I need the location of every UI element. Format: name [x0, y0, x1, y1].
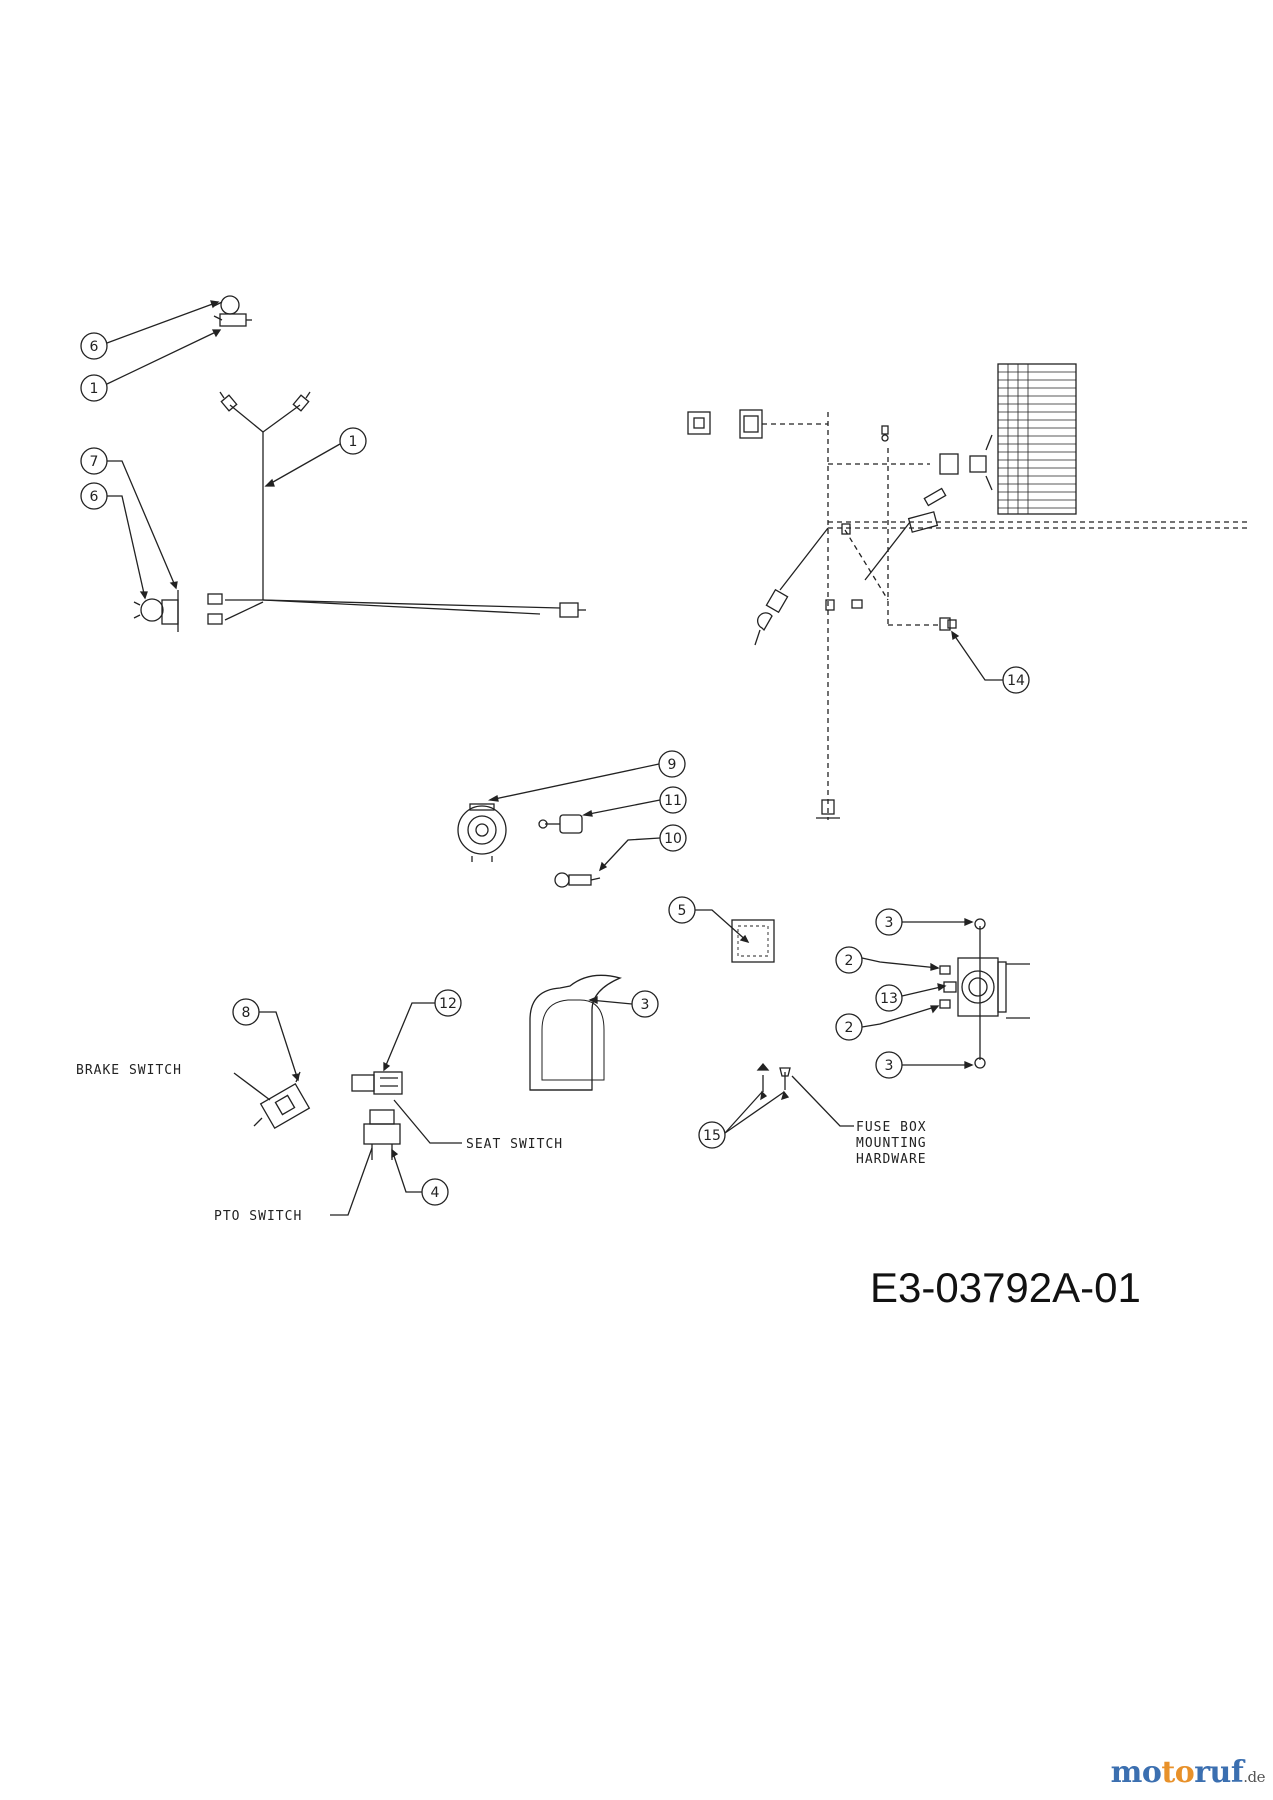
balloon-10	[598, 824, 687, 872]
balloon-1-top	[80, 329, 222, 402]
balloon-2-lower-num: 2	[845, 1020, 854, 1036]
seat-switch	[351, 1071, 403, 1095]
solenoid-assembly	[939, 918, 1030, 1069]
mounting-hardware	[756, 1062, 791, 1092]
balloon-1-top-num: 1	[90, 381, 99, 397]
balloon-8-num: 8	[242, 1005, 251, 1021]
balloon-6-lower-num: 6	[90, 489, 99, 505]
balloon-4	[391, 1148, 449, 1206]
balloon-6-top-num: 6	[90, 339, 99, 355]
balloon-15-num: 15	[703, 1128, 721, 1144]
diagram-code: E3-03792A-01	[870, 1264, 1141, 1311]
ignition-key-10	[554, 872, 601, 888]
balloon-13	[875, 983, 947, 1012]
balloon-6-top	[80, 300, 220, 360]
cover-part-3	[529, 974, 622, 1091]
balloon-5	[668, 896, 750, 944]
balloon-10-num: 10	[664, 831, 682, 847]
pto-switch-leader	[330, 1147, 373, 1216]
ignition-key-11	[538, 814, 583, 834]
balloon-3-cover-num: 3	[641, 997, 650, 1013]
balloon-2-top-num: 2	[845, 953, 854, 969]
watermark-part1: mo	[1110, 1755, 1162, 1790]
balloon-5-num: 5	[678, 903, 687, 919]
seat-switch-leader	[393, 1099, 462, 1144]
balloon-numbers: 6 1 1 7 6 14 9 11 10 5 3 2 13 2 3 8 12 3…	[90, 339, 1025, 1201]
fuse-box-label-3: HARDWARE	[856, 1152, 927, 1167]
watermark-part3: ruf	[1194, 1755, 1244, 1790]
balloon-3-lower-num: 3	[885, 1058, 894, 1074]
ignition-switch	[457, 803, 507, 862]
brake-switch-label: BRAKE SWITCH	[76, 1063, 182, 1078]
balloon-1-harness	[264, 427, 367, 487]
fuse-block	[997, 363, 1077, 515]
balloon-11	[581, 786, 687, 817]
fuse-box-label-1: FUSE BOX	[856, 1120, 927, 1135]
balloon-14	[951, 630, 1030, 694]
connector-block-left	[687, 409, 763, 439]
balloon-3-cover	[588, 990, 659, 1018]
balloon-7-num: 7	[90, 454, 99, 470]
balloon-9-num: 9	[668, 757, 677, 773]
balloon-1-harness-num: 1	[349, 434, 358, 450]
left-wiring-harness	[207, 391, 586, 625]
balloon-9	[487, 750, 686, 802]
balloon-15	[698, 1090, 790, 1149]
watermark-logo: motoruf.de	[1110, 1755, 1266, 1790]
balloon-6-lower	[80, 482, 148, 600]
relay-connectors	[881, 425, 993, 533]
balloon-11-num: 11	[664, 793, 682, 809]
headlight-lower	[133, 590, 179, 632]
watermark-part2: to	[1161, 1755, 1195, 1790]
fuse-box-leader	[791, 1075, 854, 1127]
balloon-13-num: 13	[880, 991, 898, 1007]
pto-switch-label: PTO SWITCH	[214, 1209, 302, 1224]
fuse-box-label-2: MOUNTING	[856, 1136, 927, 1151]
balloon-2-top	[835, 946, 940, 974]
brake-switch-leader	[233, 1072, 271, 1101]
main-harness-dashed	[762, 412, 1250, 820]
pto-switch	[363, 1109, 401, 1160]
balloon-8	[232, 998, 300, 1082]
harness-branch	[754, 521, 957, 819]
seat-switch-label: SEAT SWITCH	[466, 1137, 563, 1152]
brake-switch	[253, 1071, 311, 1130]
balloon-7	[80, 447, 178, 590]
balloon-3-top	[875, 908, 974, 936]
balloon-14-num: 14	[1007, 673, 1025, 689]
fuse-holder	[731, 919, 775, 963]
balloon-12-num: 12	[439, 996, 457, 1012]
balloon-2-lower	[835, 1005, 940, 1041]
headlight-upper	[213, 295, 252, 327]
balloon-3-top-num: 3	[885, 915, 894, 931]
balloon-12	[383, 989, 462, 1072]
watermark-tld: .de	[1243, 1768, 1265, 1786]
balloon-3-lower	[875, 1051, 974, 1079]
balloon-4-num: 4	[431, 1185, 440, 1201]
